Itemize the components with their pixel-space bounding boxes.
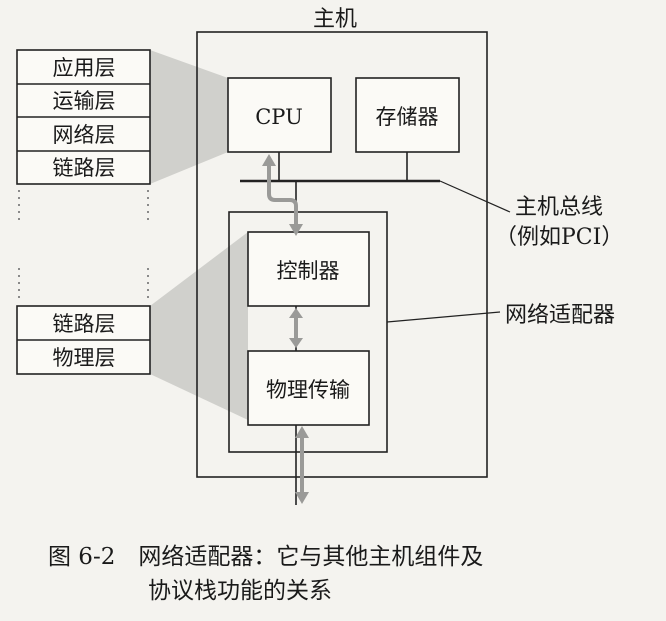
- stack-continuation-dots: [18, 190, 149, 300]
- controller-label: 控制器: [277, 259, 340, 283]
- bus-label-line1: 主机总线: [515, 195, 603, 220]
- lower-protocol-stack: 链路层 物理层: [16, 305, 151, 375]
- figure-caption-line2: 协议栈功能的关系: [148, 578, 332, 604]
- upper-protocol-stack: 应用层 运输层 网络层 链路层: [16, 49, 151, 185]
- adapter-label: 网络适配器: [505, 303, 615, 328]
- host-box: [196, 31, 488, 478]
- upper-stack-projection: [150, 50, 228, 184]
- stack-layer-label: 网络层: [53, 123, 116, 147]
- memory-box: [355, 77, 460, 153]
- lower-stack-projection: [150, 232, 248, 420]
- adapter-box: [228, 211, 388, 453]
- phys-box: [247, 350, 370, 426]
- bus-leader: [439, 180, 511, 213]
- stack-layer-label: 运输层: [53, 89, 116, 113]
- arrow-heads: [262, 154, 309, 504]
- stack-layer-label: 物理层: [53, 346, 116, 370]
- data-flow-arrow: [267, 164, 304, 496]
- phys-label: 物理传输: [266, 378, 350, 402]
- bus-label-line2: （例如PCI）: [495, 225, 623, 250]
- cpu-label: CPU: [255, 105, 303, 129]
- stack-layer-label: 应用层: [53, 56, 116, 80]
- host-label: 主机: [313, 7, 357, 32]
- adapter-leader: [386, 311, 501, 323]
- memory-label: 存储器: [376, 105, 439, 129]
- stack-layer-label: 链路层: [53, 156, 116, 180]
- figure-caption-line1: 图 6-2 网络适配器：它与其他主机组件及: [48, 544, 483, 570]
- controller-box: [247, 231, 370, 307]
- stack-layer-label: 链路层: [53, 312, 116, 336]
